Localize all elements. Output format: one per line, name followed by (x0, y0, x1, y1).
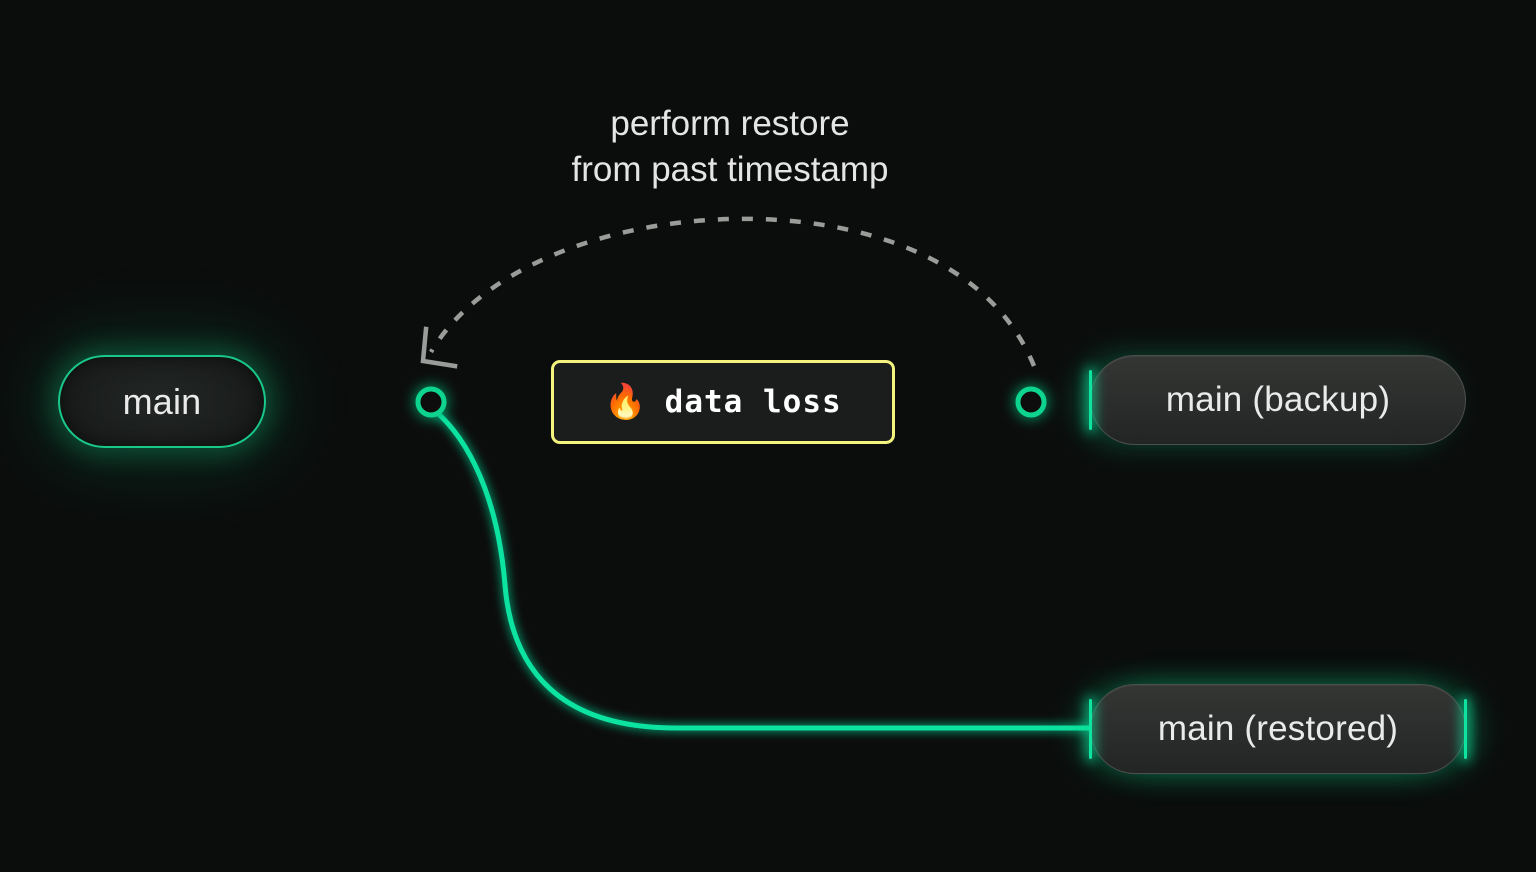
fire-emoji: 🔥 (604, 383, 647, 421)
caption-line-2: from past timestamp (571, 150, 889, 189)
commit-node-backup-point[interactable] (1015, 386, 1047, 418)
data-loss-label: data loss (664, 384, 842, 420)
branch-pill-backup[interactable]: main (backup) (1089, 355, 1466, 445)
edge-restore-arc (429, 216, 1037, 367)
branch-label-backup: main (backup) (1165, 380, 1391, 419)
data-loss-event-box[interactable]: 🔥 data loss (551, 360, 895, 444)
branch-label-main: main (122, 380, 202, 422)
branch-pill-main[interactable]: main (58, 355, 266, 448)
branch-label-restored: main (restored) (1157, 709, 1399, 748)
restore-arrow-head-icon (420, 326, 458, 369)
edge-branch-point-to-restored (431, 407, 1093, 731)
caption-line-1: perform restore (610, 104, 850, 143)
branch-pill-restored[interactable]: main (restored) (1089, 684, 1467, 774)
restore-caption: perform restore from past timestamp (440, 101, 1020, 193)
commit-node-branch-point[interactable] (415, 386, 447, 418)
